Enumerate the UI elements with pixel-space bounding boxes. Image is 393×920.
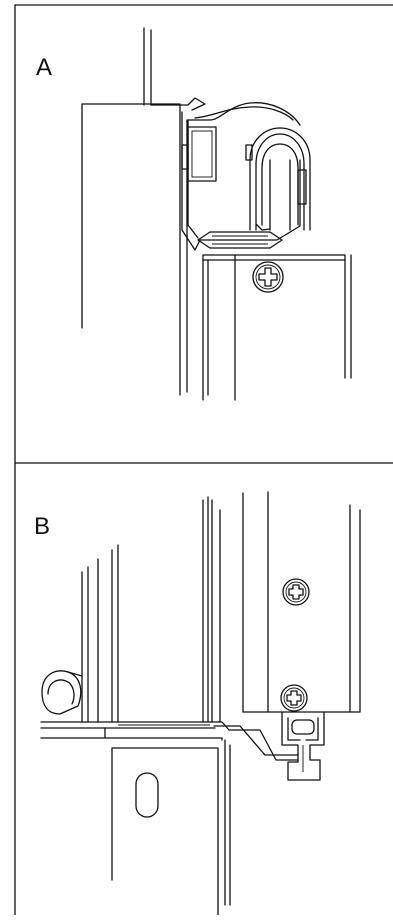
diagram-frame xyxy=(14,4,393,916)
lower-frame xyxy=(202,254,352,401)
phillips-screw-b-upper xyxy=(282,578,310,606)
lower-plate xyxy=(111,739,231,916)
track-profile xyxy=(150,97,301,251)
panel-a-drawing xyxy=(81,27,352,401)
slotted-hole xyxy=(135,772,159,818)
panel-a-label: A xyxy=(36,54,53,81)
panel-b-label: B xyxy=(34,513,51,540)
phillips-screw-b-lower xyxy=(280,684,308,712)
hanger-rod xyxy=(143,27,152,106)
phillips-screw-a xyxy=(252,261,284,293)
panel-b-drawing xyxy=(40,491,361,916)
hex-bolt-head xyxy=(41,670,83,715)
panel-b-left-uprights xyxy=(81,496,221,723)
guide-clip xyxy=(281,711,325,781)
fixing-washer xyxy=(197,223,283,249)
roller-wheel xyxy=(245,127,311,231)
bottom-rail xyxy=(40,721,299,761)
door-panel-left xyxy=(81,103,188,396)
right-door-profile xyxy=(242,491,361,713)
